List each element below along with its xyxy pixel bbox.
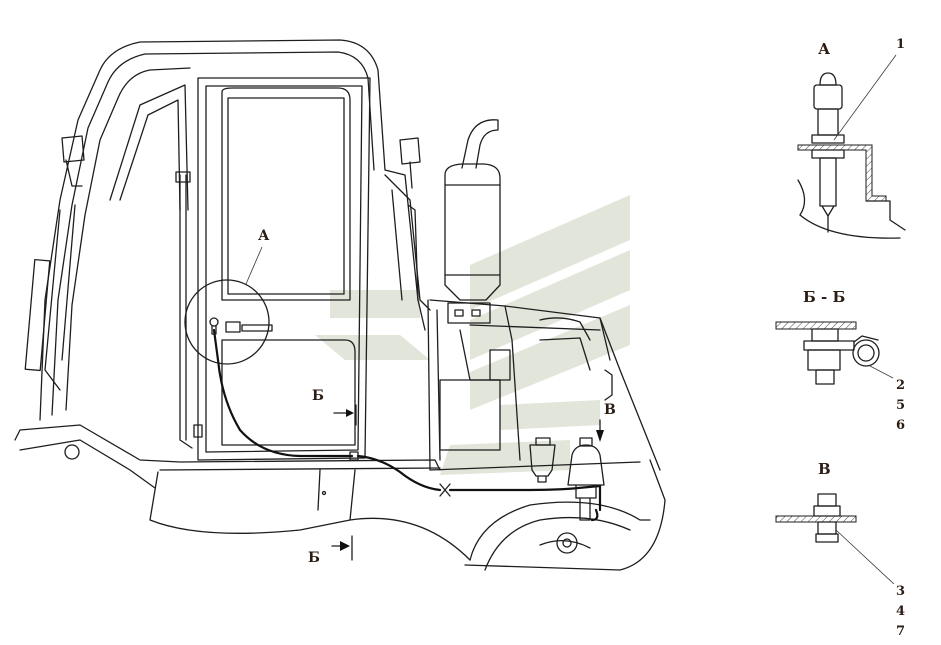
brake-valves: [529, 437, 605, 521]
detail-a-title: А: [818, 40, 831, 58]
svg-text:1: 1: [896, 37, 905, 52]
view-indicators: А Б Б В: [184, 228, 616, 566]
right-mirror: [399, 137, 421, 165]
valve-right: [567, 444, 605, 486]
left-mirror: [61, 135, 85, 163]
view-a-label: А: [258, 228, 270, 244]
svg-text:Б: Б: [308, 550, 320, 566]
view-v-marker: В: [596, 402, 616, 442]
cab-main-view: [14, 39, 441, 489]
exhaust-pipe: [461, 119, 499, 169]
brake-hose: [212, 328, 354, 458]
svg-text:3: 3: [896, 584, 905, 599]
watermark-logo: [315, 195, 630, 475]
wheel-arch: [469, 501, 651, 561]
detail-a-circle: [184, 279, 270, 365]
svg-text:5: 5: [896, 398, 905, 413]
svg-text:7: 7: [896, 624, 905, 639]
muffler-assembly: [427, 119, 661, 471]
svg-text:В: В: [604, 402, 616, 418]
svg-text:2: 2: [896, 378, 905, 393]
detail-bb-title: Б - Б: [803, 288, 845, 306]
section-b-top-marker: Б: [312, 388, 357, 426]
detail-v: В 3 4 7: [775, 460, 905, 639]
svg-text:6: 6: [896, 418, 905, 433]
svg-text:Б: Б: [312, 388, 324, 404]
detail-a: А 1: [797, 37, 906, 239]
detail-bb: Б - Б 2 5 6: [775, 288, 905, 433]
cab-base: [14, 424, 441, 471]
brake-line: [209, 317, 602, 522]
body-lower: [149, 459, 666, 571]
cab-outer-frame: [39, 39, 426, 421]
door-window: [221, 87, 351, 301]
svg-text:4: 4: [896, 604, 905, 619]
valve-left: [529, 444, 556, 477]
detail-v-title: В: [818, 460, 831, 478]
muffler-body: [444, 163, 501, 301]
section-b-bottom-marker: Б: [308, 535, 353, 566]
